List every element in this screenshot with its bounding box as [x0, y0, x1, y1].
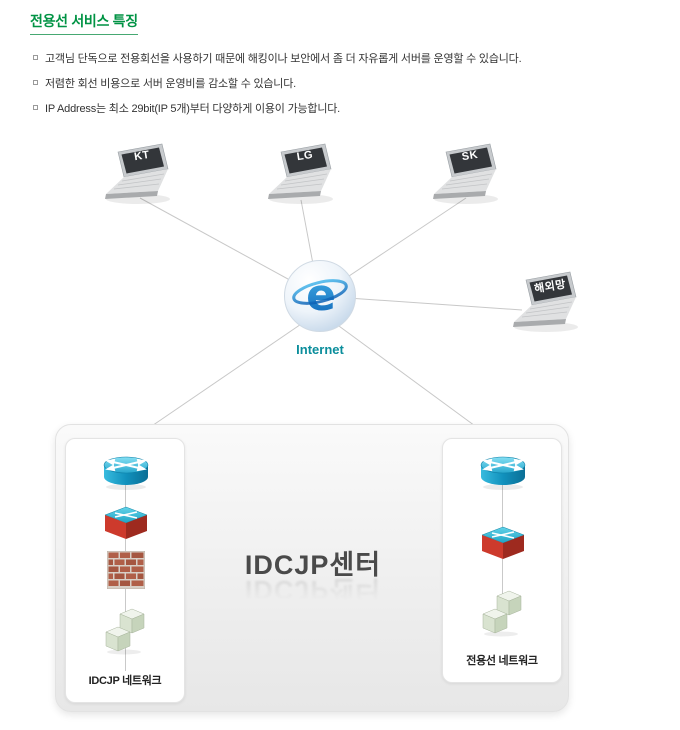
- switch-icon: [104, 506, 148, 539]
- connection-line: [327, 317, 502, 446]
- feature-text: 저렴한 회선 비용으로 서버 운영비를 감소할 수 있습니다.: [45, 77, 297, 90]
- laptop-icon: [513, 271, 578, 332]
- feature-item: 저렴한 회선 비용으로 서버 운영비를 감소할 수 있습니다.: [33, 77, 661, 92]
- internet-globe-icon: e: [284, 260, 356, 332]
- internet-node: e Internet: [280, 258, 360, 357]
- server-icon: [105, 608, 145, 655]
- laptop-node-kt: KT: [100, 142, 184, 206]
- laptop-icon: [105, 143, 170, 204]
- internet-label: Internet: [296, 342, 344, 357]
- feature-item: IP Address는 최소 29bit(IP 5개)부터 다양하게 이용이 가…: [33, 102, 661, 117]
- firewall-icon: [107, 551, 145, 589]
- idcjp-network-label: IDCJP 네트워크: [88, 675, 162, 687]
- datacenter-title: IDCJP센터: [244, 550, 382, 580]
- router-icon: [103, 456, 149, 490]
- laptop-node-overseas: 해외망: [508, 270, 592, 334]
- page-title: 전용선 서비스 특징: [30, 11, 138, 35]
- feature-text: IP Address는 최소 29bit(IP 5개)부터 다양하게 이용이 가…: [45, 102, 341, 115]
- idcjp-network-box: IDCJP 네트워크: [65, 438, 185, 703]
- dedicated-network-label: 전용선 네트워크: [466, 655, 538, 667]
- bullet-marker-icon: [33, 79, 38, 85]
- laptop-icon: [433, 143, 498, 204]
- datacenter-title-reflection: IDCJP센터: [244, 575, 382, 605]
- laptop-node-sk: SK: [428, 142, 512, 206]
- bullet-marker-icon: [33, 55, 38, 60]
- server-icon: [482, 590, 522, 637]
- feature-item: 고객님 단독으로 전용회선을 사용하기 때문에 해킹이나 보안에서 좀 더 자유…: [33, 52, 661, 67]
- svg-text:e: e: [306, 270, 336, 321]
- switch-icon: [481, 526, 525, 559]
- datacenter-box: IDCJP 네트워크 IDCJP센터 IDCJP센터: [55, 424, 569, 712]
- dedicated-network-box: 전용선 네트워크: [442, 438, 562, 683]
- feature-text: 고객님 단독으로 전용회선을 사용하기 때문에 해킹이나 보안에서 좀 더 자유…: [45, 53, 522, 65]
- router-icon: [480, 456, 526, 490]
- bullet-marker-icon: [33, 104, 38, 110]
- feature-list: 고객님 단독으로 전용회선을 사용하기 때문에 해킹이나 보안에서 좀 더 자유…: [33, 52, 661, 127]
- connection-line: [123, 317, 311, 446]
- laptop-node-lg: LG: [263, 142, 347, 206]
- laptop-icon: [268, 143, 333, 204]
